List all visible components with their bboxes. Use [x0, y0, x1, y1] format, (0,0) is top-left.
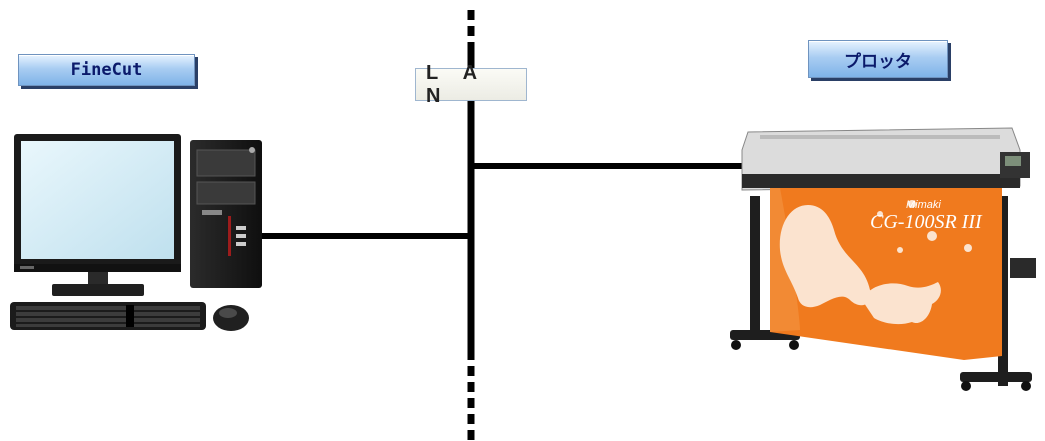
- mouse-icon: [213, 305, 249, 331]
- computer-monitor-icon: [14, 134, 181, 296]
- pc-tower-icon: [190, 140, 262, 288]
- plotter-label: プロッタ: [808, 40, 948, 78]
- lan-label: L A N: [415, 62, 527, 107]
- finecut-label: FineCut: [18, 54, 195, 86]
- plotter-brand-text: Mimaki: [906, 199, 941, 211]
- keyboard-icon: [10, 302, 206, 330]
- plotter-model-text: CG-100SR III: [870, 211, 983, 233]
- cutting-plotter-icon: Mimaki CG-100SR III: [730, 127, 1036, 391]
